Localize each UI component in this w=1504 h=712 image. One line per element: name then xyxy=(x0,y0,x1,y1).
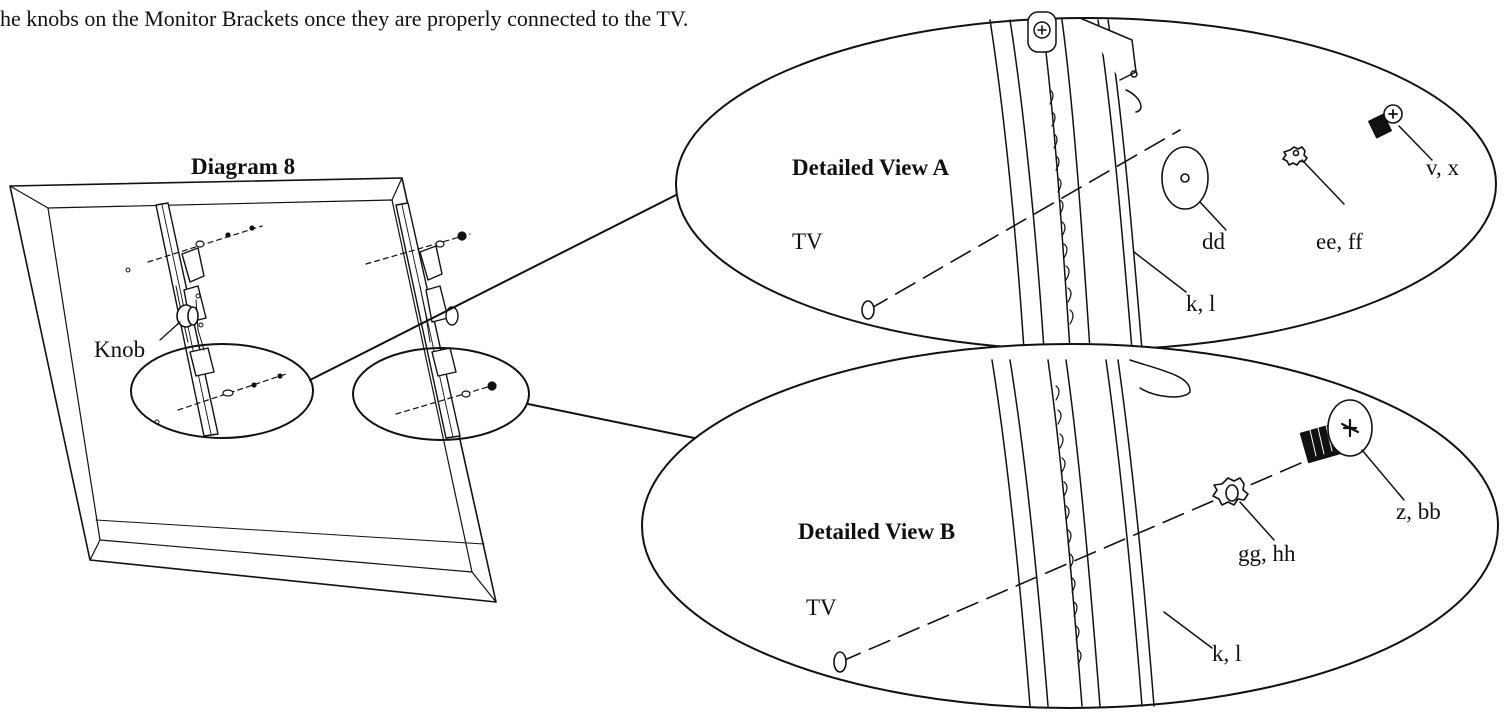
detailed-view-a-tv-label: TV xyxy=(792,229,823,254)
detailed-view-b-frame xyxy=(641,343,1499,709)
overview-hardware xyxy=(147,225,499,415)
connector-line-a xyxy=(309,193,679,381)
tv-panel-overview xyxy=(9,177,497,603)
detailed-view-a-hardware xyxy=(861,104,1403,320)
callout-circle-a xyxy=(130,343,314,439)
callout-circle-b xyxy=(352,347,530,441)
knob-label: Knob xyxy=(94,337,146,362)
view-b-bracket-label: k, l xyxy=(1212,641,1242,666)
detailed-view-a-title: Detailed View A xyxy=(792,155,950,180)
view-a-washer-label: dd xyxy=(1202,229,1225,254)
view-a-bracket-label: k, l xyxy=(1186,291,1216,316)
detailed-view-a-leaders xyxy=(1133,125,1433,293)
view-b-screw-label: z, bb xyxy=(1396,499,1441,524)
connector-line-b xyxy=(527,403,705,441)
detailed-view-b-hardware xyxy=(833,399,1373,673)
detailed-view-b-title: Detailed View B xyxy=(798,519,956,544)
knob-leader xyxy=(159,321,181,341)
view-a-screw-label: v, x xyxy=(1426,155,1460,180)
knob-overview xyxy=(176,304,199,328)
view-b-lock-washer-label: gg, hh xyxy=(1238,541,1296,566)
detailed-view-a-bracket xyxy=(989,11,1143,351)
detailed-view-b-tv-label: TV xyxy=(806,595,837,620)
view-a-lock-washer-label: ee, ff xyxy=(1316,229,1363,254)
detailed-view-b-leaders xyxy=(1163,449,1405,649)
detailed-view-b-bracket xyxy=(991,359,1191,707)
instruction-text: he knobs on the Monitor Brackets once th… xyxy=(0,6,689,31)
diagram-title: Diagram 8 xyxy=(191,154,296,179)
